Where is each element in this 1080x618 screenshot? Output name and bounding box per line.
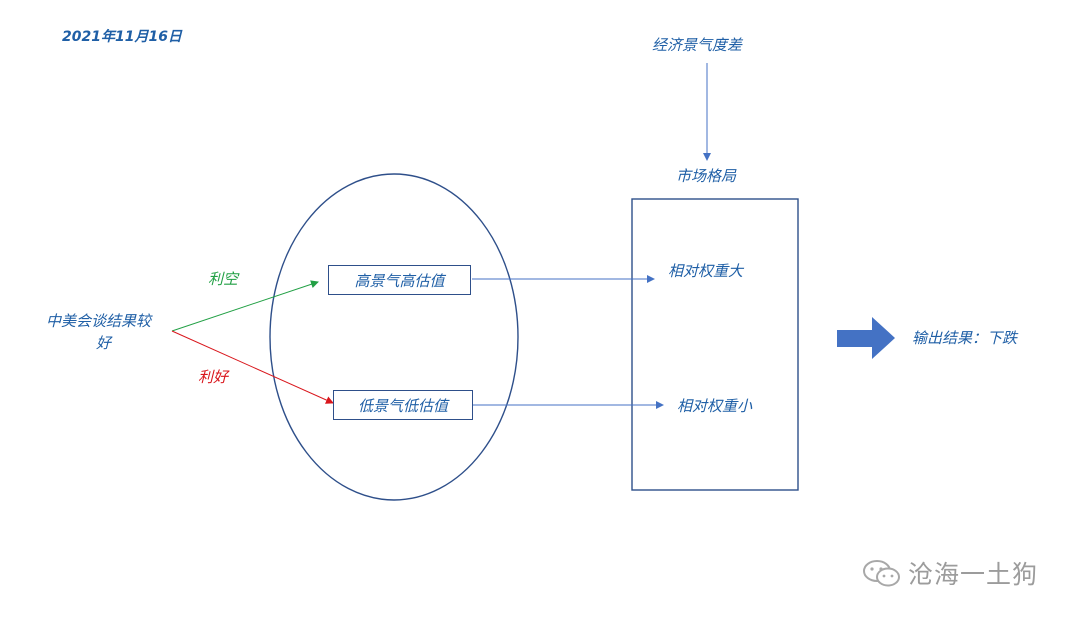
upper-weight-label: 相对权重大 xyxy=(668,262,744,280)
lower-weight-label: 相对权重小 xyxy=(677,397,753,415)
high-valuation-box: 高景气高估值 xyxy=(328,265,471,295)
low-valuation-label: 低景气低估值 xyxy=(357,396,448,415)
wechat-icon xyxy=(863,560,900,587)
top-factor-label: 经济景气度差 xyxy=(652,36,743,54)
output-label: 输出结果：下跌 xyxy=(912,329,1018,347)
bearish-arrow xyxy=(171,280,319,332)
valuation-ellipse xyxy=(269,173,519,501)
event-label-line1: 中美会谈结果较 xyxy=(46,312,152,330)
bullish-arrow xyxy=(171,330,334,404)
watermark-text: 沧海一土狗 xyxy=(908,560,1039,589)
date-label: 2021年11月16日 xyxy=(62,29,182,45)
market-title: 市场格局 xyxy=(676,167,737,185)
output-block-arrow xyxy=(837,317,895,359)
watermark: 沧海一土狗 xyxy=(862,555,1038,591)
event-label-line2: 好 xyxy=(96,334,112,352)
bearish-label: 利空 xyxy=(208,270,239,288)
low-valuation-box: 低景气低估值 xyxy=(333,390,473,420)
market-structure-box xyxy=(631,198,799,491)
bullish-label: 利好 xyxy=(198,368,229,386)
high-valuation-label: 高景气高估值 xyxy=(354,271,445,290)
